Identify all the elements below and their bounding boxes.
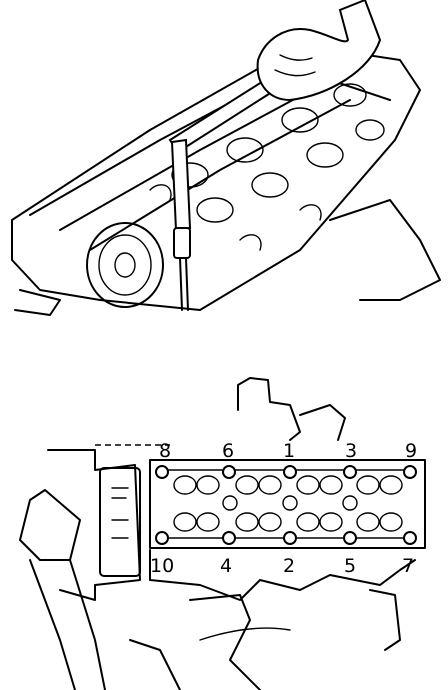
label-top-4: 3 xyxy=(345,440,357,462)
bolt-3 xyxy=(343,465,357,479)
label-top-2: 6 xyxy=(222,440,234,462)
bolt-4 xyxy=(222,531,236,545)
label-bottom-1: 10 xyxy=(150,555,174,577)
bolt-5 xyxy=(343,531,357,545)
bolt-9 xyxy=(403,465,417,479)
bolt-10 xyxy=(155,531,169,545)
label-bottom-3: 2 xyxy=(283,555,295,577)
label-top-5: 9 xyxy=(405,440,417,462)
label-top-3: 1 xyxy=(283,440,295,462)
bolt-7 xyxy=(403,531,417,545)
bolt-1 xyxy=(283,465,297,479)
label-bottom-5: 7 xyxy=(402,555,414,577)
bolt-6 xyxy=(222,465,236,479)
cylinder-head-wrench-illustration xyxy=(11,0,441,316)
label-bottom-2: 4 xyxy=(220,555,232,577)
bolt-8 xyxy=(155,465,169,479)
bolt-2 xyxy=(283,531,297,545)
label-top-1: 8 xyxy=(159,440,171,462)
label-bottom-4: 5 xyxy=(344,555,356,577)
